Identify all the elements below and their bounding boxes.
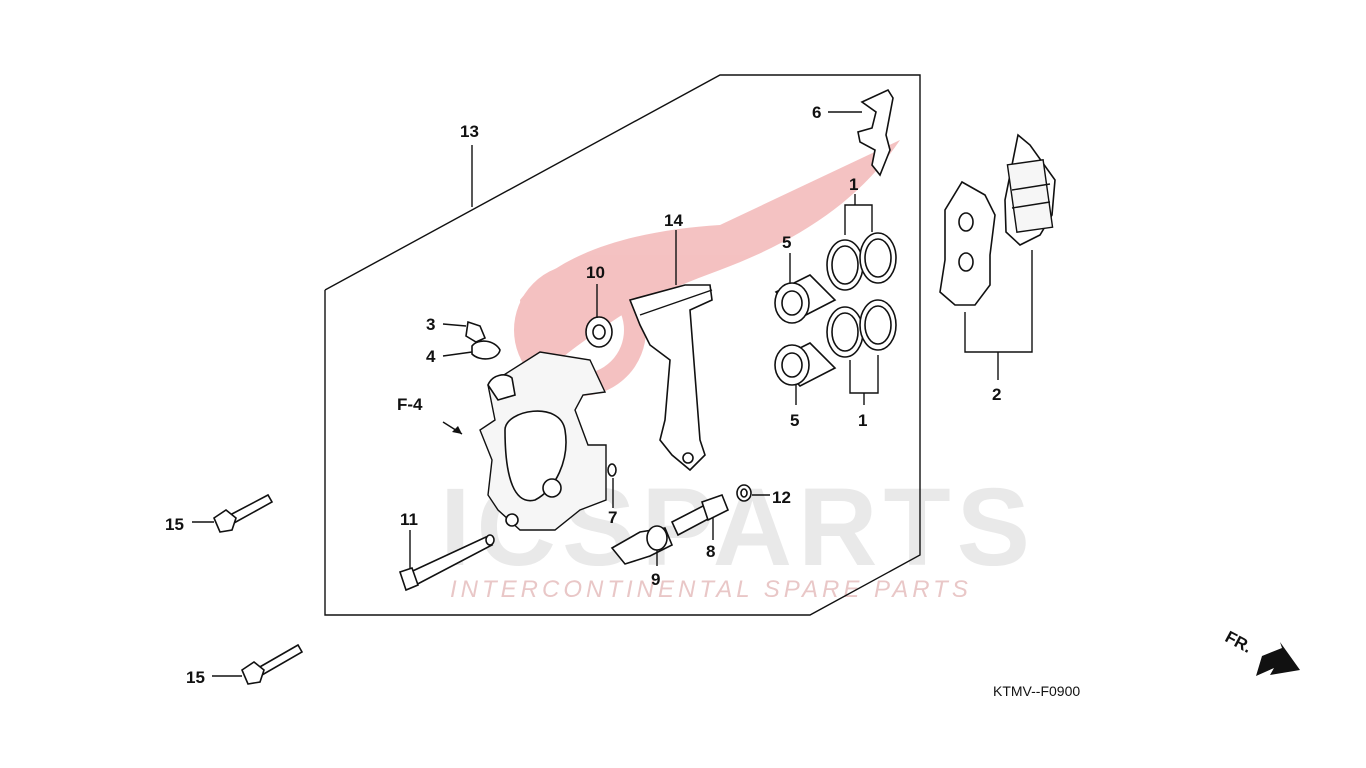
brake-pad-left bbox=[939, 180, 996, 306]
callout-4: 4 bbox=[426, 347, 436, 366]
piston-upper bbox=[774, 274, 837, 324]
bleeder-valve bbox=[465, 320, 501, 360]
washer-12 bbox=[736, 484, 752, 502]
callout-14: 14 bbox=[664, 211, 683, 230]
callout-15-lower: 15 bbox=[186, 668, 205, 687]
assembly-frame bbox=[324, 74, 921, 616]
leader-1b bbox=[849, 355, 879, 394]
leader-1a bbox=[844, 204, 873, 235]
callout-9: 9 bbox=[651, 570, 660, 589]
diagram-code: KTMV--F0900 bbox=[993, 683, 1080, 699]
caliper-bracket bbox=[628, 284, 713, 472]
mounting-bolt-upper bbox=[213, 493, 274, 533]
callout-1-upper: 1 bbox=[849, 175, 858, 194]
caliper-body bbox=[479, 351, 607, 531]
brake-pad-right bbox=[1004, 133, 1056, 246]
callout-5-upper: 5 bbox=[782, 233, 791, 252]
callout-13: 13 bbox=[460, 122, 479, 141]
pin-bolt bbox=[610, 525, 674, 565]
front-direction-arrow bbox=[1256, 642, 1300, 676]
callout-2: 2 bbox=[992, 385, 1001, 404]
caliper-pin bbox=[398, 534, 495, 592]
front-direction-label: FR. bbox=[1222, 627, 1255, 657]
callout-12: 12 bbox=[772, 488, 791, 507]
dust-seal bbox=[585, 316, 613, 348]
washer-7 bbox=[607, 463, 617, 477]
callout-5-lower: 5 bbox=[790, 411, 799, 430]
piston-lower bbox=[774, 342, 837, 387]
slide-pin bbox=[670, 493, 730, 537]
callout-7: 7 bbox=[608, 508, 617, 527]
watermark-tagline: INTERCONTINENTAL SPARE PARTS bbox=[450, 576, 972, 603]
callout-3: 3 bbox=[426, 315, 435, 334]
reference-label: F-4 bbox=[397, 395, 423, 414]
callout-15-upper: 15 bbox=[165, 515, 184, 534]
callout-1-lower: 1 bbox=[858, 411, 867, 430]
callout-11: 11 bbox=[400, 510, 418, 529]
pad-spring bbox=[857, 88, 894, 177]
piston-seals bbox=[826, 232, 897, 358]
callout-6: 6 bbox=[812, 103, 821, 122]
mounting-bolt-lower bbox=[241, 643, 304, 685]
leader-3 bbox=[442, 323, 467, 327]
callout-10: 10 bbox=[586, 263, 605, 282]
callout-8: 8 bbox=[706, 542, 715, 561]
reference-arrow-head bbox=[452, 426, 462, 434]
leader-4 bbox=[442, 351, 473, 357]
